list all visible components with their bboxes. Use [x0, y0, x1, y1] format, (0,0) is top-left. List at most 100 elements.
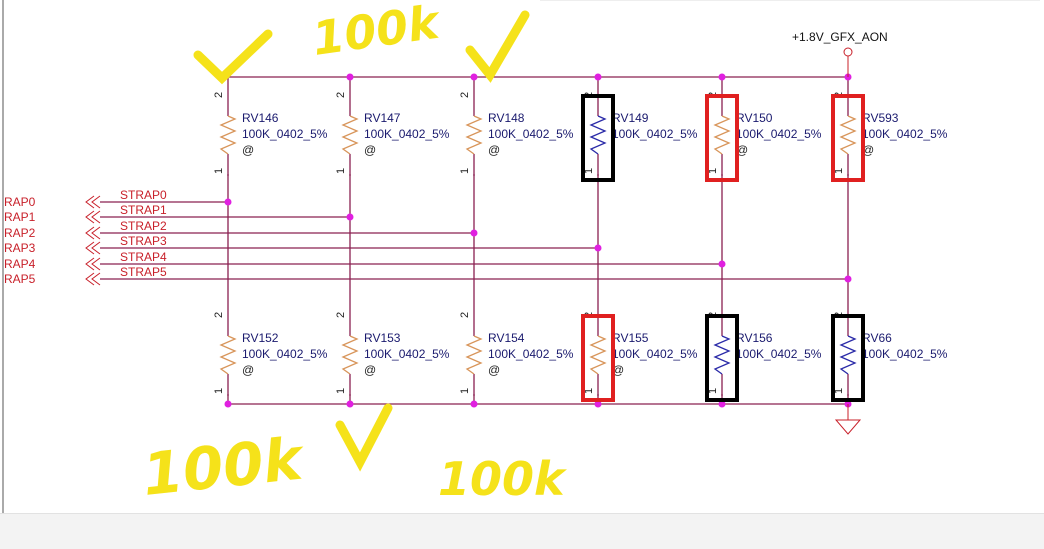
resistor-value: 100K_0402_5% [736, 347, 822, 361]
junction-dot [718, 400, 726, 408]
resistor-icon [839, 335, 857, 375]
pin-number: 1 [213, 168, 225, 174]
resistor-ref: RV156 [736, 331, 773, 345]
resistor-icon [219, 335, 237, 375]
resistor-icon [465, 335, 483, 375]
pin-number: 2 [213, 92, 225, 98]
highlight-box [831, 94, 865, 182]
resistor-ref: RV146 [242, 111, 279, 125]
junction-dot [224, 400, 232, 408]
annotation-100k-bottom-middle: 100k [438, 452, 567, 506]
power-net-label: +1.8V_GFX_AON [792, 30, 888, 44]
resistor-value: 100K_0402_5% [364, 347, 450, 361]
resistor-value: 100K_0402_5% [488, 127, 574, 141]
strap-label-strap2: STRAP2 [120, 219, 167, 233]
resistor-ref: RV152 [242, 331, 279, 345]
checkmark-icon [335, 403, 393, 472]
off-page-connector-icon [85, 195, 101, 209]
strap-label-strap3: STRAP3 [120, 234, 167, 248]
resistor-rv153[interactable]: 2 1 RV153 100K_0402_5% @ [335, 312, 450, 396]
resistor-mark: @ [736, 143, 748, 157]
resistor-icon [341, 115, 359, 155]
resistor-ref: RV154 [488, 331, 525, 345]
resistor-icon [219, 115, 237, 155]
resistor-mark: @ [364, 363, 376, 377]
junction-dot [470, 73, 478, 81]
junction-dot [718, 260, 726, 268]
junction-dot [470, 400, 478, 408]
pin-number: 2 [459, 92, 471, 98]
resistor-rv147[interactable]: 2 1 RV147 100K_0402_5% @ [335, 92, 450, 176]
resistor-ref: RV147 [364, 111, 401, 125]
resistor-mark: @ [862, 143, 874, 157]
resistor-value: 100K_0402_5% [488, 347, 574, 361]
resistor-icon [589, 115, 607, 155]
resistor-rv154[interactable]: 2 1 RV154 100K_0402_5% @ [459, 312, 574, 396]
annotation-100k-top: 100k [309, 0, 444, 66]
power-symbol: +1.8V_GFX_AON [792, 30, 888, 77]
pin-number: 1 [459, 388, 471, 394]
handwritten-annotations: 100k 100k 100k [139, 0, 567, 509]
junction-dot [594, 73, 602, 81]
pin-number: 2 [335, 92, 347, 98]
pin-number: 2 [459, 312, 471, 318]
pin-number: 2 [335, 312, 347, 318]
net-label-rap4: RAP4 [4, 257, 36, 271]
resistor-mark: @ [612, 363, 624, 377]
highlight-box [705, 94, 739, 182]
highlight-box [581, 314, 615, 402]
resistor-icon [465, 115, 483, 155]
net-label-rap2: RAP2 [4, 226, 36, 240]
junction-dot [224, 198, 232, 206]
resistor-value: 100K_0402_5% [242, 127, 328, 141]
resistor-value: 100K_0402_5% [612, 127, 698, 141]
junction-dot [470, 229, 478, 237]
resistor-array: 21RV146100K_0402_5%@21RV152100K_0402_5%@… [213, 92, 948, 396]
resistor-ref: RV66 [862, 331, 892, 345]
junction-dot [346, 213, 354, 221]
pin-number: 1 [335, 388, 347, 394]
net-label-rap0: RAP0 [4, 195, 36, 209]
junction-dot [594, 400, 602, 408]
resistor-mark: @ [364, 143, 376, 157]
pin-number: 1 [833, 388, 845, 394]
pin-number: 1 [583, 168, 595, 174]
resistor-value: 100K_0402_5% [862, 127, 948, 141]
resistor-value: 100K_0402_5% [364, 127, 450, 141]
resistor-mark: @ [488, 363, 500, 377]
highlight-box [705, 314, 739, 402]
net-label-rap1: RAP1 [4, 210, 36, 224]
resistor-value: 100K_0402_5% [242, 347, 328, 361]
pin-number: 1 [833, 168, 845, 174]
resistor-ref: RV150 [736, 111, 773, 125]
resistor-icon [589, 335, 607, 375]
checkmark-icon [193, 29, 273, 85]
pin-number: 1 [213, 388, 225, 394]
off-page-connector-icon [85, 272, 101, 286]
strap-label-strap0: STRAP0 [120, 188, 167, 202]
resistor-icon [713, 335, 731, 375]
annotation-100k-bottom-left: 100k [139, 424, 308, 509]
resistor-ref: RV148 [488, 111, 525, 125]
off-page-connector-icon [85, 210, 101, 224]
resistor-value: 100K_0402_5% [736, 127, 822, 141]
pin-number: 1 [707, 388, 719, 394]
resistor-icon [713, 115, 731, 155]
resistor-ref: RV153 [364, 331, 401, 345]
pin-number: 1 [335, 168, 347, 174]
resistor-value: 100K_0402_5% [862, 347, 948, 361]
junction-dot [346, 400, 354, 408]
power-port-icon [843, 47, 853, 57]
strap-label-strap4: STRAP4 [120, 250, 167, 264]
